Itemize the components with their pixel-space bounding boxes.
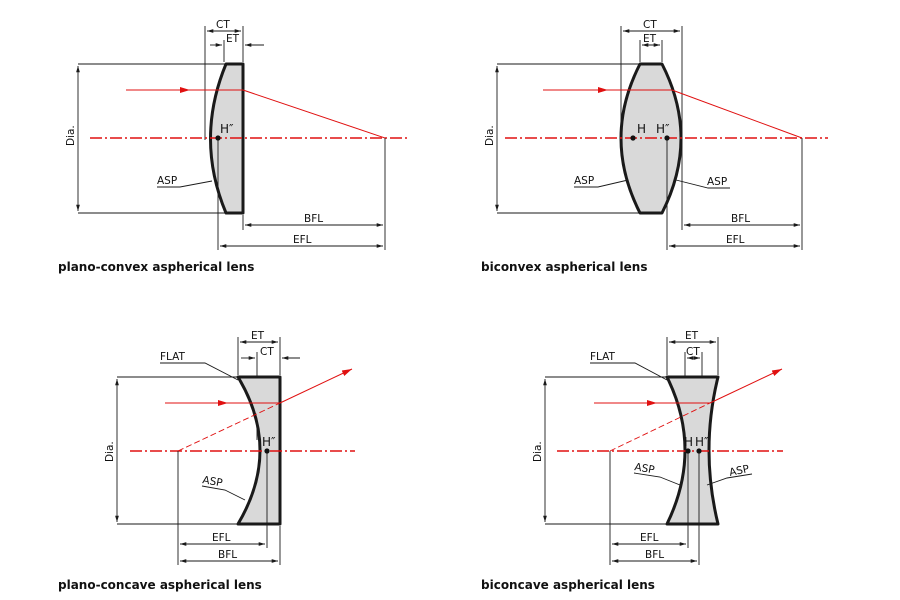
- principal-point-h-prime: [264, 448, 270, 454]
- h-label: H: [637, 122, 646, 136]
- caption-plano-concave: plano-concave aspherical lens: [58, 578, 262, 592]
- asp-leader-left: [633, 472, 681, 486]
- caption-biconvex: biconvex aspherical lens: [481, 260, 647, 274]
- bfl-label: BFL: [731, 213, 750, 225]
- flat-label: FLAT: [590, 351, 615, 363]
- ct-label: CT: [260, 346, 274, 358]
- flat-leader: [160, 362, 239, 381]
- virtual-ray-extension: [609, 402, 711, 452]
- ct-label: CT: [643, 19, 657, 31]
- caption-biconcave: biconcave aspherical lens: [481, 578, 655, 592]
- h-prime-label: H″: [220, 122, 234, 136]
- biconcave-diagram: Dia. ET CT FLAT H H″ ASP ASP EFL BFL: [481, 330, 783, 592]
- flat-leader: [590, 362, 668, 381]
- asp-leader: [157, 180, 213, 188]
- principal-point-h-prime: [215, 135, 221, 141]
- plano-concave-diagram: Dia. ET CT FLAT H″ ASP EFL BFL plano-con…: [58, 330, 355, 592]
- et-label: ET: [226, 33, 240, 45]
- h-prime-label: H″: [695, 435, 709, 449]
- principal-point-h: [630, 135, 636, 141]
- refracted-ray: [671, 89, 803, 139]
- h-label: H: [684, 435, 693, 449]
- caption-plano-convex: plano-convex aspherical lens: [58, 260, 254, 274]
- dia-label: Dia.: [484, 125, 496, 146]
- h-prime-label: H″: [656, 122, 670, 136]
- diverging-ray: [279, 368, 353, 404]
- plano-convex-diagram: Dia. CT ET H″ ASP BFL EFL plano-co: [58, 19, 410, 274]
- et-label: ET: [643, 33, 657, 45]
- plano-concave-lens: [236, 375, 282, 526]
- ct-label: CT: [686, 346, 700, 358]
- efl-label: EFL: [293, 234, 312, 246]
- diverging-ray: [709, 368, 783, 404]
- principal-point-h-prime: [664, 135, 670, 141]
- efl-label: EFL: [640, 532, 659, 544]
- flat-label: FLAT: [160, 351, 185, 363]
- efl-label: EFL: [726, 234, 745, 246]
- dia-label: Dia.: [65, 125, 77, 146]
- principal-point-h-prime: [696, 448, 702, 454]
- bfl-label: BFL: [645, 549, 664, 561]
- et-label: ET: [251, 330, 265, 342]
- bfl-label: BFL: [218, 549, 237, 561]
- asp-label-left: ASP: [574, 175, 594, 187]
- dia-label: Dia.: [532, 441, 544, 462]
- asp-label: ASP: [157, 175, 177, 187]
- asp-label-left: ASP: [633, 461, 655, 476]
- asp-leader: [201, 485, 246, 501]
- bfl-label: BFL: [304, 213, 323, 225]
- principal-point-h: [685, 448, 691, 454]
- asp-leader-right: [706, 473, 753, 486]
- asp-leader-left: [574, 179, 629, 188]
- ct-label: CT: [216, 19, 230, 31]
- h-prime-label: H″: [262, 435, 276, 449]
- asp-leader-right: [675, 179, 730, 189]
- asp-label-right: ASP: [707, 176, 727, 188]
- biconvex-diagram: Dia. CT ET H H″ ASP ASP BFL EFL biconvex…: [481, 19, 828, 274]
- et-label: ET: [685, 330, 699, 342]
- dia-label: Dia.: [104, 441, 116, 462]
- virtual-ray-extension: [177, 402, 281, 452]
- asp-label-right: ASP: [728, 463, 750, 479]
- refracted-ray: [242, 89, 386, 139]
- asp-label: ASP: [201, 474, 223, 489]
- efl-label: EFL: [212, 532, 231, 544]
